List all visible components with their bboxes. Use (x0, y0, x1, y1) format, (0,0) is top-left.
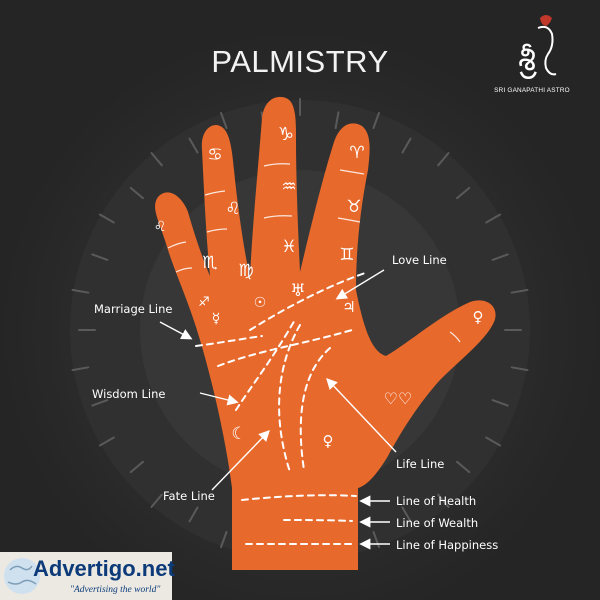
leo-icon: ♌ (225, 199, 240, 219)
cancer-icon: ♋ (207, 145, 222, 165)
ray-mark (220, 111, 228, 129)
life-line-path (278, 324, 301, 473)
venus-palm-icon: ♀ (323, 432, 334, 450)
palm-lines (195, 271, 369, 545)
uranus-icon: ♅ (290, 281, 305, 301)
hearts-icon: ♡♡ (384, 389, 413, 408)
palm-hand (155, 96, 496, 570)
ray-mark (71, 288, 90, 294)
ray-mark (456, 186, 471, 200)
wisdom-line-path (235, 317, 297, 411)
ray-mark (188, 506, 199, 523)
love-line-label: Love Line (392, 253, 447, 267)
aries-icon: ♈ (349, 143, 364, 163)
ray-mark (98, 436, 115, 447)
pisces-icon: ♓ (281, 237, 296, 257)
love-line-arrow (335, 269, 385, 300)
ray-mark (491, 253, 509, 261)
gemini-icon: ♊ (339, 245, 354, 265)
ray-mark (437, 493, 450, 508)
ray-mark (334, 111, 340, 130)
ray-mark (150, 493, 163, 508)
life-line-inner-path (299, 347, 331, 471)
watermark-tagline: "Advertising the world" (70, 585, 161, 595)
capricorn-icon: ♑ (278, 124, 294, 145)
life-line-label: Life Line (396, 457, 444, 471)
watermark-name: Advertigo.net (33, 556, 175, 581)
line-of-health-label: Line of Health (396, 494, 476, 508)
marriage-line-path (195, 335, 263, 347)
ray-mark (150, 152, 163, 167)
health-line-path (241, 494, 357, 501)
wealth-line-path (283, 519, 353, 522)
ray-mark (510, 366, 529, 372)
ray-mark (456, 460, 471, 474)
zodiac-glyphs: ♑ ♋ ♈ ♒ ♌ ♉ ♌ ♓ ♊ ♏ ♍ ♅ ♐ ☉ ☿ ♃ ♀ ♡♡ ☾ ♀ (154, 124, 484, 450)
scorpio-icon: ♏ (202, 253, 217, 273)
love-line-path (249, 271, 369, 331)
ray-mark (188, 137, 199, 154)
ganesha-crown-icon (540, 15, 552, 26)
ganesha-trunk-icon (537, 25, 557, 76)
fate-line-label: Fate Line (163, 489, 215, 503)
heart-line-path (217, 329, 353, 367)
ray-mark (91, 253, 109, 261)
marriage-line-label: Marriage Line (94, 302, 172, 316)
sun-icon: ☉ (254, 295, 267, 311)
brand-logo: శ్రీ SRI GANAPATHI ASTRO (494, 15, 570, 94)
moon-icon: ☾ (231, 424, 246, 444)
life-line-arrow (326, 377, 397, 453)
palm-silhouette (155, 96, 496, 488)
brand-name: SRI GANAPATHI ASTRO (494, 87, 570, 94)
ray-mark (129, 460, 144, 474)
finger-creases (167, 163, 461, 343)
fate-line-arrow (211, 429, 270, 491)
ray-mark (401, 137, 412, 154)
line-of-happiness-label: Line of Happiness (396, 538, 498, 552)
brand-script: శ్రీ (518, 40, 538, 80)
jupiter-icon: ♃ (342, 298, 355, 316)
venus-thumb-icon: ♀ (473, 308, 484, 326)
ray-mark (129, 186, 144, 200)
aquarius-icon: ♒ (281, 177, 296, 197)
ray-mark (220, 531, 228, 549)
ray-mark (71, 366, 90, 372)
ray-mark (485, 213, 502, 224)
ray-mark (372, 111, 380, 129)
ray-mark (401, 506, 412, 523)
mercury-icon: ☿ (212, 311, 221, 327)
virgo-small-icon: ♌ (154, 219, 167, 235)
ray-mark (437, 152, 450, 167)
wisdom-line-label: Wisdom Line (92, 387, 165, 401)
page-title: PALMISTRY (211, 44, 388, 79)
virgo-icon: ♍ (238, 261, 253, 281)
line-of-wealth-label: Line of Wealth (396, 516, 478, 530)
wisdom-line-arrow (199, 392, 239, 406)
taurus-icon: ♉ (346, 197, 361, 217)
sagittarius-icon: ♐ (198, 295, 210, 310)
ray-mark (491, 399, 509, 407)
ray-mark (91, 399, 109, 407)
ray-mark (485, 436, 502, 447)
marriage-line-arrow (159, 321, 193, 340)
ray-mark (510, 288, 529, 294)
label-arrows (159, 269, 397, 550)
ray-mark (98, 213, 115, 224)
wrist (232, 478, 358, 570)
advertigo-watermark[interactable]: Advertigo.net "Advertising the world" (0, 552, 175, 600)
globe-lines-icon (7, 565, 37, 585)
